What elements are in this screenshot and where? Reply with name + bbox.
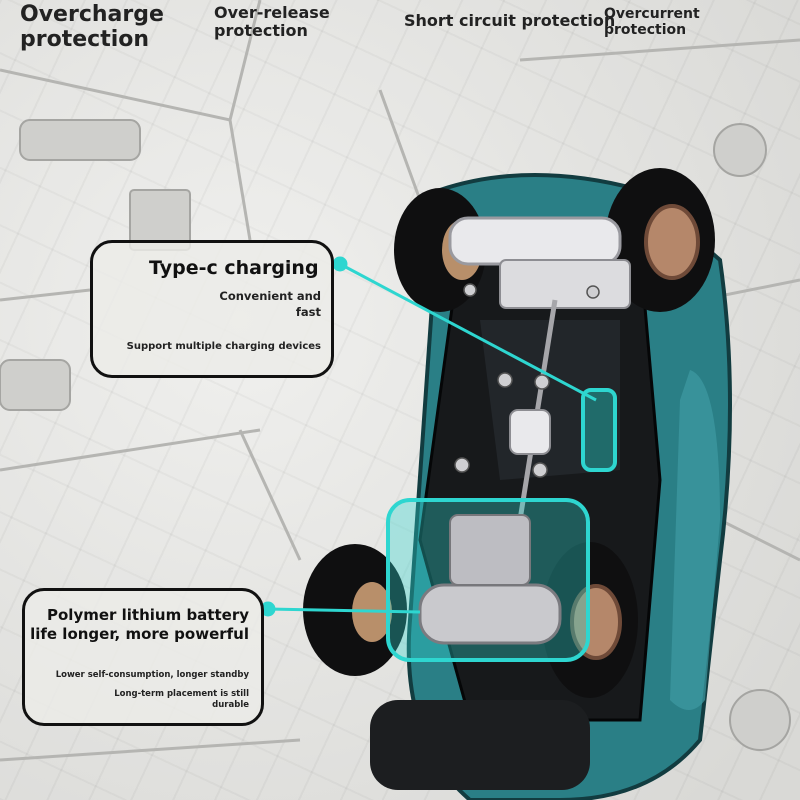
overcurrent-protection-label: Overcurrent protection xyxy=(604,6,700,39)
overcharge-protection-label: Overcharge protection xyxy=(20,2,164,53)
front-bumper xyxy=(370,700,590,790)
typec-port-highlight xyxy=(581,388,617,472)
callout-connectors xyxy=(260,256,597,617)
battery-callout: Polymer lithium battery life longer, mor… xyxy=(22,588,264,726)
typec-feature-devices: Support multiple charging devices xyxy=(126,341,321,352)
battery-title: Polymer lithium battery life longer, mor… xyxy=(30,606,249,643)
battery-feature-durable: Long-term placement is still durable xyxy=(114,689,249,711)
screws xyxy=(454,283,600,478)
short-circuit-protection-label: Short circuit protection xyxy=(404,11,616,30)
typec-title: Type-c charging xyxy=(149,257,319,279)
rear-motor xyxy=(448,216,622,266)
battery-feature-standby: Lower self-consumption, longer standby xyxy=(55,670,249,680)
typec-feature-fast: Convenient and fast xyxy=(219,289,321,319)
typec-callout: Type-c charging Convenient and fast Supp… xyxy=(90,240,334,378)
over-release-protection-label: Over-release protection xyxy=(214,3,330,41)
